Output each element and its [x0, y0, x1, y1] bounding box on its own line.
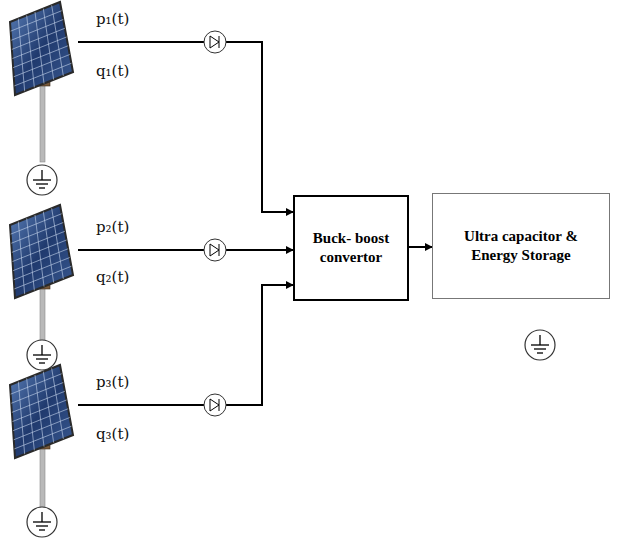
- storage-box: Ultra capacitor & Energy Storage: [432, 193, 610, 299]
- signal-name: p₃(t): [96, 373, 129, 391]
- ground-symbol: [27, 507, 57, 537]
- diode-symbol: [204, 239, 226, 261]
- ground-symbol: [525, 330, 555, 360]
- diode-symbol: [204, 31, 226, 53]
- signal-name: p₁(t): [96, 10, 129, 28]
- box-label: Buck- boost convertor: [303, 229, 399, 268]
- ground-symbol: [27, 165, 57, 195]
- signal-name: p₂(t): [96, 218, 129, 236]
- signal-name: q₁(t): [96, 62, 129, 80]
- power-wire: [78, 42, 293, 212]
- converter-box: Buck- boost convertor: [293, 195, 409, 301]
- signal-name: q₃(t): [96, 425, 129, 443]
- flow-arrow: [409, 246, 432, 248]
- ground-symbol: [27, 340, 57, 370]
- power-wire: [78, 285, 293, 405]
- power-wire: [78, 249, 293, 251]
- solar-panel: [10, 2, 73, 162]
- box-label: Ultra capacitor & Energy Storage: [441, 227, 601, 266]
- diode-symbol: [204, 394, 226, 416]
- signal-name: q₂(t): [96, 268, 129, 286]
- solar-panel: [10, 365, 73, 525]
